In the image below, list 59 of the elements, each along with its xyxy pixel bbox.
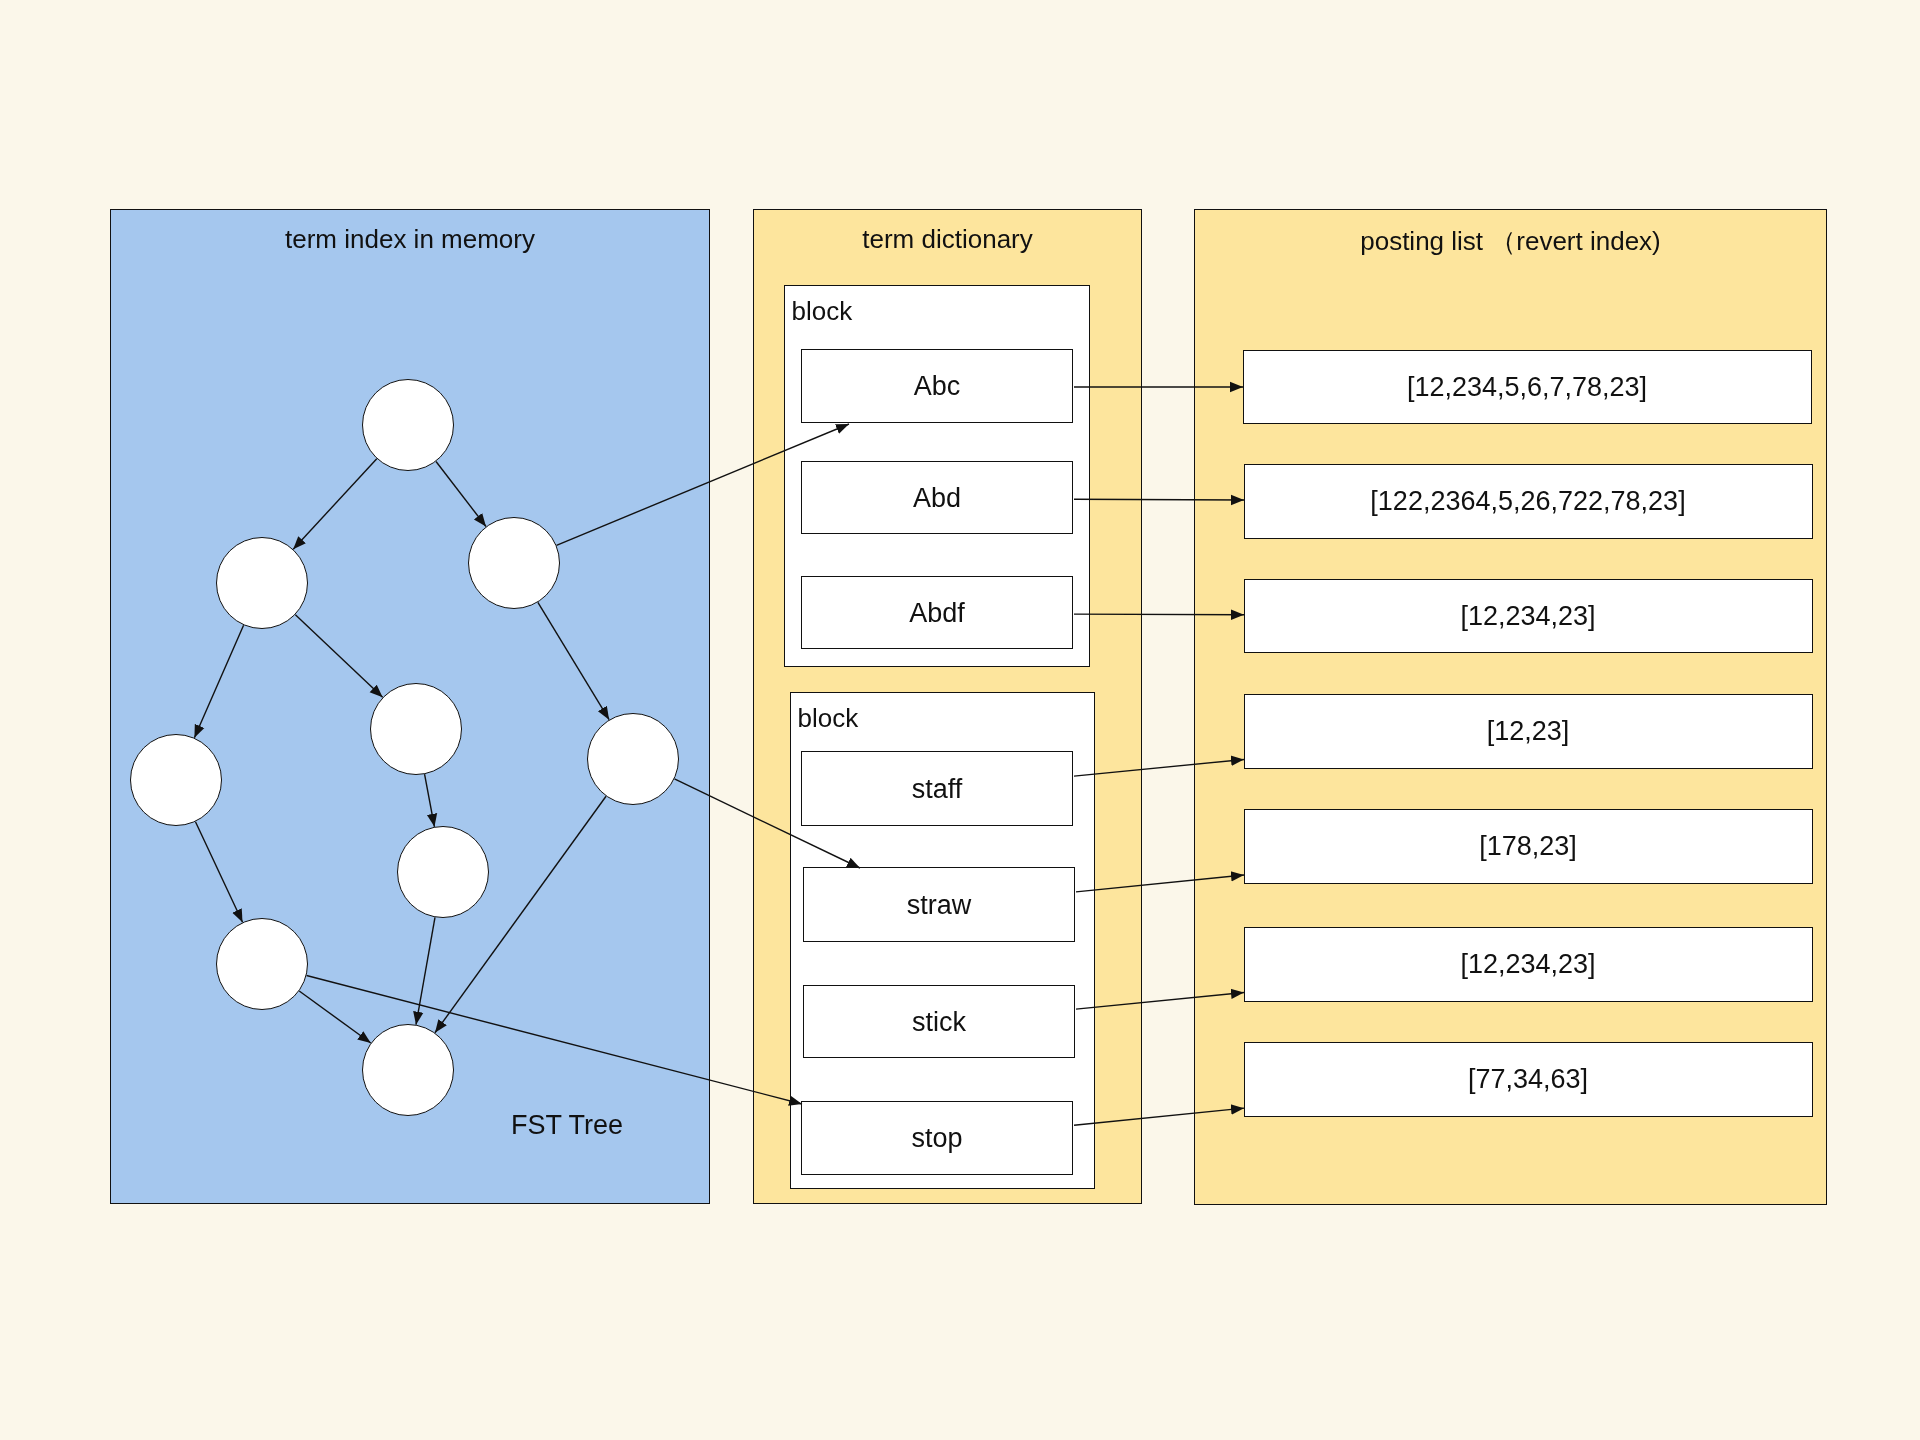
arrow (673, 778, 861, 869)
term-box (801, 576, 1073, 649)
term-text: stop (910, 1122, 964, 1154)
term-box (801, 349, 1073, 423)
arrow (1073, 609, 1245, 620)
posting-text: [12,23] (1485, 715, 1571, 747)
tree-label: FST Tree (511, 1110, 624, 1141)
arrow (193, 624, 245, 739)
panel-title: posting list （revert index) (1359, 225, 1662, 258)
arrow (194, 820, 244, 924)
posting-text: [12,234,23] (1459, 948, 1597, 980)
term-box (801, 461, 1073, 534)
posting-text: [122,2364,5,26,722,78,23] (1369, 485, 1687, 517)
block-box (783, 284, 1090, 667)
arrow (555, 423, 850, 547)
panel (753, 209, 1142, 1204)
term-box (801, 1101, 1073, 1175)
arrow (1073, 755, 1245, 777)
posting-box (1243, 578, 1813, 653)
term-text: straw (905, 889, 973, 920)
panel-title: term dictionary (861, 224, 1034, 255)
panel (110, 209, 710, 1204)
posting-text: [12,234,23] (1459, 600, 1597, 631)
panel (1194, 209, 1827, 1205)
term-box (803, 867, 1075, 942)
arrow (434, 795, 607, 1034)
posting-box (1243, 1041, 1813, 1117)
term-box (801, 751, 1073, 826)
term-text: stick (911, 1006, 967, 1037)
term-text: staff (910, 773, 964, 804)
arrow (298, 990, 372, 1044)
arrow (1075, 988, 1245, 1010)
block-label: block (797, 702, 859, 734)
block-box (789, 691, 1095, 1189)
arrow (294, 613, 384, 699)
arrow (1073, 381, 1244, 393)
arrow (537, 601, 610, 721)
block-label: block (791, 295, 853, 327)
posting-box (1243, 808, 1813, 884)
posting-text: [77,34,63] (1466, 1063, 1590, 1095)
posting-box (1243, 926, 1813, 1002)
term-box (803, 985, 1075, 1058)
posting-box (1243, 693, 1813, 769)
term-text: Abd (911, 482, 962, 513)
arrow (423, 773, 438, 828)
arrow (1075, 871, 1245, 893)
arrow (292, 458, 378, 550)
panel-title: term index in memory (284, 224, 536, 255)
term-text: Abc (912, 370, 962, 402)
arrow (435, 460, 487, 528)
arrow (1073, 494, 1245, 506)
posting-text: [178,23] (1478, 830, 1578, 862)
posting-box (1243, 463, 1813, 539)
arrow (1073, 1104, 1245, 1126)
arrow (413, 916, 436, 1026)
posting-box (1242, 349, 1812, 424)
arrow (305, 974, 803, 1106)
term-text: Abdf (908, 597, 966, 628)
posting-text: [12,234,5,6,7,78,23] (1405, 371, 1649, 402)
